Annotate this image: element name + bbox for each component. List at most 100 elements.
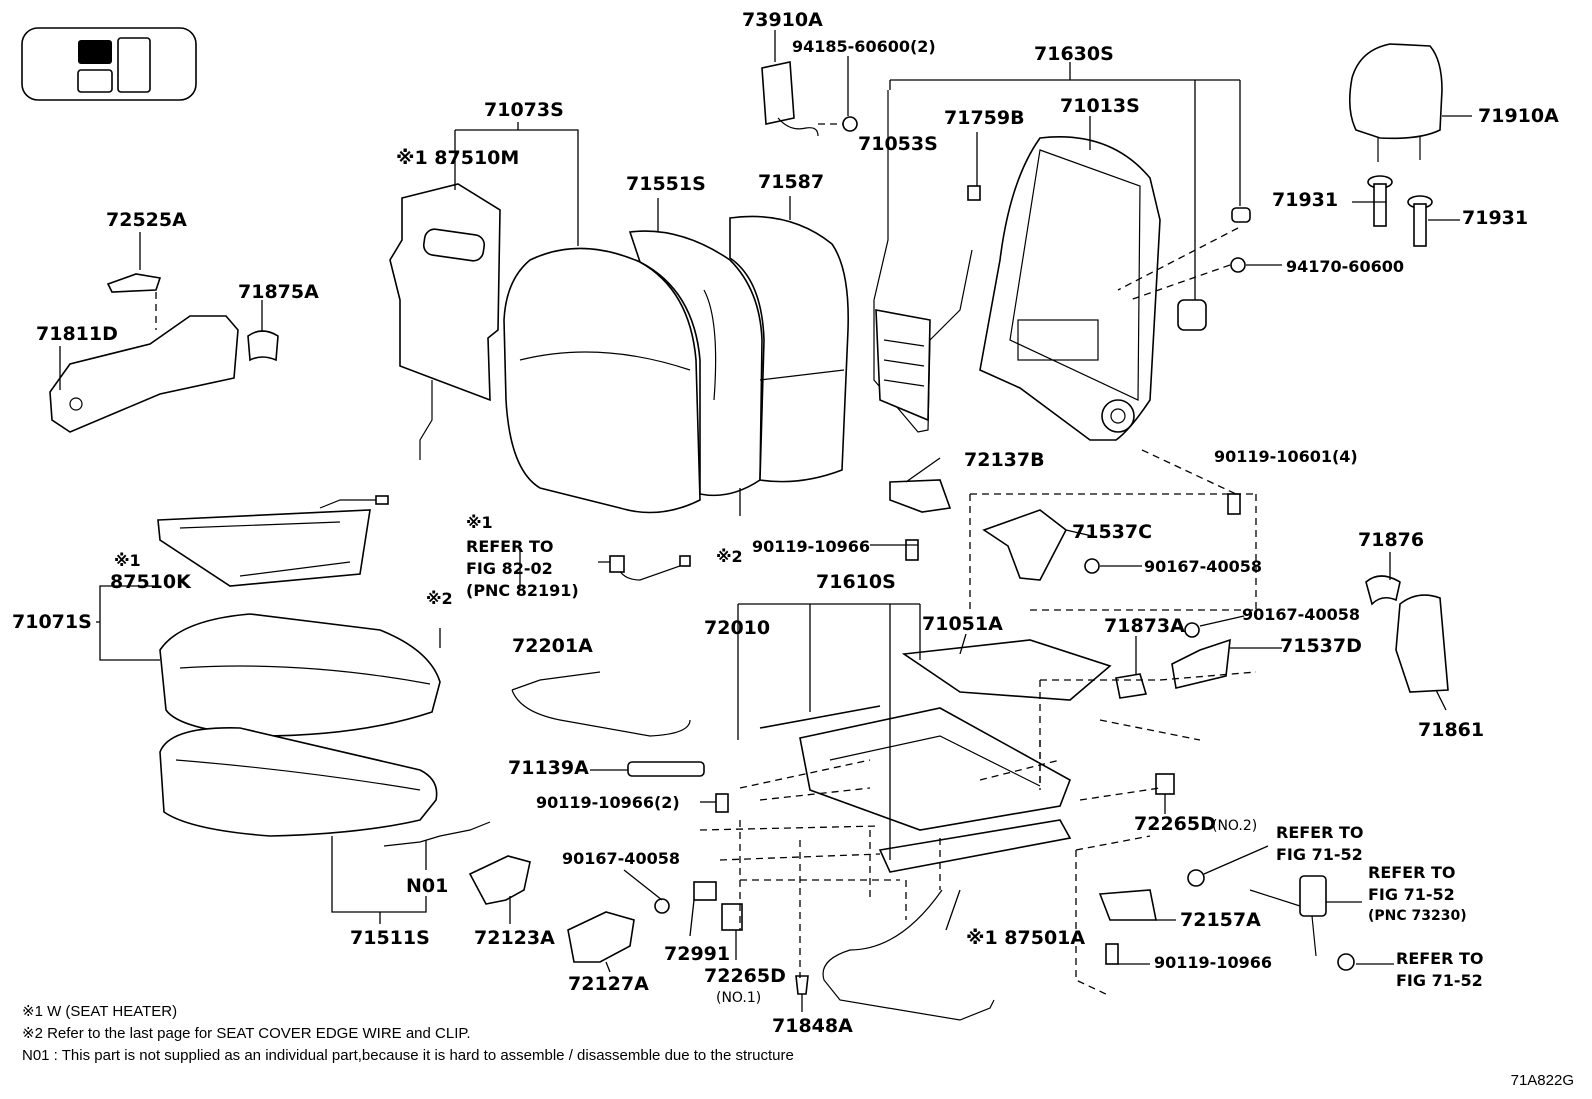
seat-position-icon (21, 27, 197, 101)
label-71073S: 71073S (484, 99, 564, 121)
frame-cap-part (1231, 207, 1251, 223)
seatback-heater-part (389, 183, 501, 460)
cover-72127A-part (567, 911, 635, 963)
label-90167-mid: 90167-40058 (1242, 605, 1360, 624)
label-71511S: 71511S (350, 927, 430, 949)
label-71931-right: 71931 (1462, 207, 1528, 229)
seat-frame-71610S-part (799, 707, 1072, 873)
label-72157A: 72157A (1180, 909, 1261, 931)
label-N01: N01 (406, 875, 448, 897)
seat-belt-buckle-part (1249, 875, 1355, 971)
label-72010: 72010 (704, 617, 770, 639)
nut-94170-part (1230, 257, 1246, 273)
label-ref3-line2: FIG 71-52 (1368, 885, 1455, 904)
label-71931-left: 71931 (1272, 189, 1338, 211)
switch-72991-part (693, 881, 717, 901)
label-94170: 94170-60600 (1286, 257, 1404, 276)
headrest-support-left-part (1367, 175, 1393, 227)
label-star2-lower: ※2 (426, 589, 453, 608)
label-72265D-no1: 72265D (704, 965, 786, 987)
sensor-cable-87501A-part (822, 889, 995, 1021)
label-71848A: 71848A (772, 1015, 853, 1037)
seat-shield-71811D-part (49, 315, 239, 433)
cover-71537C-part (982, 509, 1068, 581)
label-ref1-marker: ※1 (466, 513, 493, 532)
side-airbag-part (761, 61, 858, 137)
label-71071S: 71071S (12, 611, 92, 633)
label-72201A: 72201A (512, 635, 593, 657)
label-90119-10966-2: 90119-10966(2) (536, 793, 680, 812)
label-71630S: 71630S (1034, 43, 1114, 65)
heater-harness-part (383, 821, 491, 847)
note-edge-wire: ※2 Refer to the last page for SEAT COVER… (22, 1025, 471, 1042)
screw-90167-upper-part (1084, 558, 1100, 574)
assembly-dashed-lines (699, 493, 1257, 997)
label-ref3-line3: (PNC 73230) (1368, 908, 1467, 924)
label-73910A: 73910A (742, 9, 823, 31)
label-71873A: 71873A (1104, 615, 1185, 637)
label-72123A: 72123A (474, 927, 555, 949)
label-71051A: 71051A (922, 613, 1003, 635)
bracket-72137B-part (889, 479, 952, 513)
bracket-72265D-no2-part (1155, 773, 1175, 795)
wire-72201A-part (511, 671, 691, 737)
cap-71875A-part (247, 330, 279, 362)
note-seat-heater: ※1 W (SEAT HEATER) (22, 1003, 178, 1020)
clip-71848A-part (795, 975, 809, 995)
label-71811D: 71811D (36, 323, 118, 345)
label-71551S: 71551S (626, 173, 706, 195)
note-n01: N01 : This part is not supplied as an in… (22, 1047, 794, 1064)
bolt-90119-upper-part (905, 539, 919, 561)
cushion-pad-part (159, 727, 438, 837)
label-90119-10966-lower: 90119-10966 (1154, 953, 1272, 972)
adjuster-71051A-part (901, 639, 1112, 701)
label-87510M: ※1 87510M (396, 147, 519, 169)
label-90167-upper: 90167-40058 (1144, 557, 1262, 576)
label-87501A: ※1 87501A (966, 927, 1085, 949)
clip-71759B-part (967, 185, 981, 201)
label-71876: 71876 (1358, 529, 1424, 551)
label-71861: 71861 (1418, 719, 1484, 741)
cushion-cover-part (159, 613, 441, 737)
cap-71873A-part (1115, 673, 1148, 699)
knob-72525A-part (106, 273, 162, 293)
screw-90167-part (654, 898, 670, 914)
label-ref4-line1: REFER TO (1396, 949, 1484, 968)
label-71537C: 71537C (1072, 521, 1152, 543)
headrest-support-right-part (1407, 195, 1433, 247)
seatback-frame-part (979, 136, 1161, 441)
footnotes: ※1 W (SEAT HEATER) ※2 Refer to the last … (22, 1001, 794, 1067)
seatback-spring-part (873, 90, 973, 433)
seatback-cover-part (503, 247, 701, 514)
label-71610S: 71610S (816, 571, 896, 593)
seatback-board-part (729, 215, 849, 483)
part-labels: 73910A 94185-60600(2) 71630S 71073S 7175… (12, 9, 1559, 1037)
label-ref1-line2: FIG 82-02 (466, 559, 553, 578)
cover-71876-part (1365, 575, 1401, 606)
label-star2-upper: ※2 (716, 547, 743, 566)
label-71537D: 71537D (1280, 635, 1362, 657)
label-72991: 72991 (664, 943, 730, 965)
label-72525A: 72525A (106, 209, 187, 231)
anchor-part (1187, 869, 1205, 887)
label-ref3-line1: REFER TO (1368, 863, 1456, 882)
rod-72010-part (759, 705, 881, 729)
bolt-90119-part (715, 793, 729, 813)
bolt-90119-10601-part (1227, 493, 1241, 515)
cover-72123A-part (468, 855, 531, 905)
label-ref1-line3: (PNC 82191) (466, 581, 579, 600)
label-94185: 94185-60600(2) (792, 37, 936, 56)
screw-90167-mid-part (1184, 622, 1200, 638)
label-71053S: 71053S (858, 133, 938, 155)
leader-lines (59, 30, 1472, 1012)
bracket-72157A-part (1098, 889, 1157, 921)
figure-id: 71A822G (1510, 1072, 1574, 1089)
lever-71139A-part (627, 761, 705, 777)
frame-lock-part (1177, 299, 1207, 331)
label-ref1-line1: REFER TO (466, 537, 554, 556)
label-90119-10601: 90119-10601(4) (1214, 447, 1358, 466)
label-ref4-line2: FIG 71-52 (1396, 971, 1483, 990)
label-72127A: 72127A (568, 973, 649, 995)
label-72265D-no2-suffix: (NO.2) (1212, 818, 1257, 834)
